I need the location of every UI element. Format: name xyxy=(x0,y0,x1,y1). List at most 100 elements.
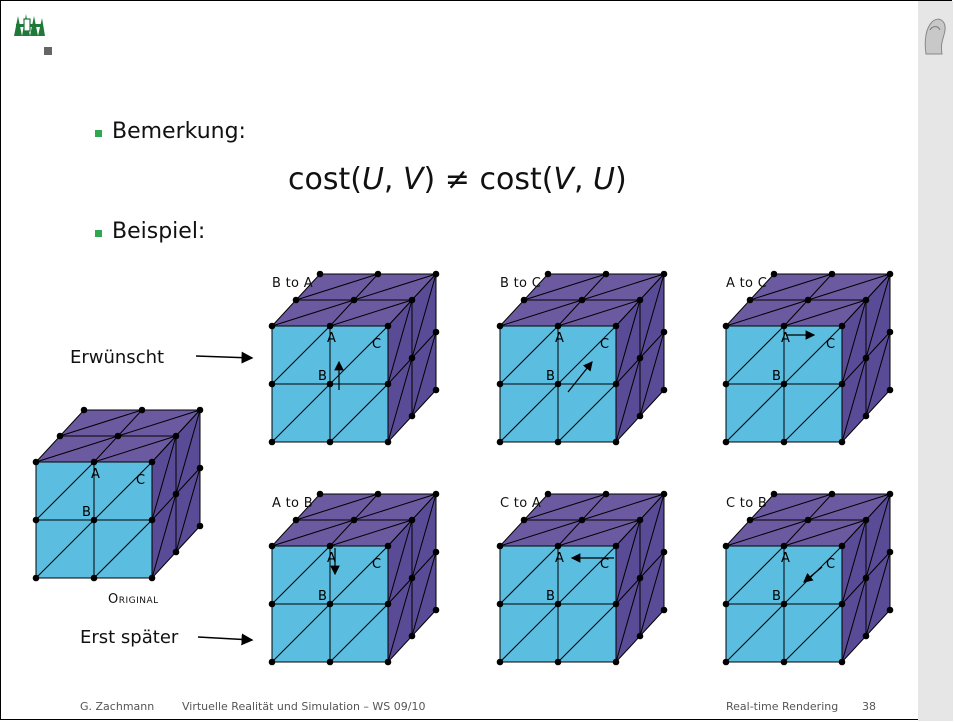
mesh-vertex xyxy=(886,270,894,278)
cube-a-to-c: ABC xyxy=(722,270,894,446)
cube-title: C to B xyxy=(726,496,767,511)
mesh-vertex xyxy=(828,490,836,498)
mesh-vertex xyxy=(746,516,754,524)
logo-marker xyxy=(44,47,52,55)
mesh-vertex xyxy=(384,542,392,550)
vertex-label: A xyxy=(781,551,790,566)
mesh-vertex xyxy=(326,600,334,608)
vertex-label: B xyxy=(772,589,781,604)
vertex-label: B xyxy=(546,369,555,384)
cost-formula: cost(U, V) ≠ cost(V, U) xyxy=(288,162,627,197)
mesh-vertex xyxy=(554,322,562,330)
mesh-vertex xyxy=(90,574,98,582)
label-original: Original xyxy=(108,592,159,607)
mesh-vertex xyxy=(722,438,730,446)
mesh-vertex xyxy=(660,386,668,394)
mesh-vertex xyxy=(374,490,382,498)
mesh-vertex xyxy=(636,574,644,582)
mesh-vertex xyxy=(268,542,276,550)
mesh-vertex xyxy=(196,464,204,472)
vertex-label: C xyxy=(826,557,835,572)
mesh-vertex xyxy=(384,600,392,608)
mesh-vertex xyxy=(828,270,836,278)
vertex-label: C xyxy=(136,473,145,488)
mesh-vertex xyxy=(804,296,812,304)
mesh-vertex xyxy=(660,328,668,336)
collapse-arrow xyxy=(567,361,593,393)
mesh-vertex xyxy=(554,542,562,550)
mesh-vertex xyxy=(780,380,788,388)
mesh-vertex xyxy=(496,380,504,388)
cube-c-to-b: A B C xyxy=(722,490,894,666)
mesh-vertex xyxy=(578,516,586,524)
cube-c-to-a: ABC xyxy=(496,490,668,666)
mesh-vertex xyxy=(292,296,300,304)
mesh-vertex xyxy=(374,270,382,278)
bullet-beispiel: Beispiel: xyxy=(112,219,206,244)
vertex-label: B xyxy=(82,505,91,520)
mesh-vertex xyxy=(722,658,730,666)
mesh-vertex xyxy=(326,380,334,388)
mesh-vertex xyxy=(838,600,846,608)
mesh-vertex xyxy=(838,380,846,388)
mesh-vertex xyxy=(636,632,644,640)
mesh-vertex xyxy=(408,354,416,362)
mesh-vertex xyxy=(432,328,440,336)
mesh-vertex xyxy=(862,296,870,304)
mesh-vertex xyxy=(660,490,668,498)
mesh-vertex xyxy=(886,606,894,614)
mesh-vertex xyxy=(32,574,40,582)
mesh-vertex xyxy=(268,438,276,446)
mesh-vertex xyxy=(268,380,276,388)
cube-title: B to C xyxy=(500,276,541,291)
mesh-vertex xyxy=(32,516,40,524)
vertex-label: C xyxy=(372,337,381,352)
mesh-vertex xyxy=(496,438,504,446)
mesh-vertex xyxy=(862,574,870,582)
mesh-vertex xyxy=(148,458,156,466)
vertex-label: A xyxy=(327,331,336,346)
mesh-vertex xyxy=(148,574,156,582)
mesh-vertex xyxy=(554,438,562,446)
mesh-vertex xyxy=(520,296,528,304)
mesh-vertex xyxy=(780,542,788,550)
vertex-label: A xyxy=(555,551,564,566)
cube-b-to-a: A B C xyxy=(268,270,440,446)
mesh-vertex xyxy=(496,322,504,330)
cube-b-to-c: ABC xyxy=(496,270,668,446)
mesh-vertex xyxy=(660,270,668,278)
mesh-vertex xyxy=(544,490,552,498)
mesh-vertex xyxy=(56,432,64,440)
footer-topic: Real-time Rendering xyxy=(726,700,839,713)
cube-title: A to B xyxy=(272,496,313,511)
mesh-vertex xyxy=(384,322,392,330)
mesh-vertex xyxy=(496,658,504,666)
mesh-vertex xyxy=(268,322,276,330)
mesh-vertex xyxy=(780,600,788,608)
mesh-vertex xyxy=(862,412,870,420)
mesh-vertex xyxy=(862,516,870,524)
mesh-vertex xyxy=(636,296,644,304)
vertex-label: A xyxy=(91,467,100,482)
mesh-vertex xyxy=(148,516,156,524)
mesh-vertex xyxy=(612,542,620,550)
mesh-vertex xyxy=(838,322,846,330)
mesh-vertex xyxy=(636,412,644,420)
footer-course: Virtuelle Realität und Simulation – WS 0… xyxy=(182,700,426,713)
mesh-vertex xyxy=(780,438,788,446)
mesh-vertex xyxy=(660,548,668,556)
mesh-vertex xyxy=(636,354,644,362)
label-later: Erst später xyxy=(80,627,179,648)
vertex-label: B xyxy=(318,589,327,604)
mesh-vertex xyxy=(80,406,88,414)
mesh-vertex xyxy=(602,270,610,278)
mesh-vertex xyxy=(384,658,392,666)
mesh-vertex xyxy=(32,458,40,466)
vertex-label: B xyxy=(318,369,327,384)
mesh-vertex xyxy=(612,438,620,446)
vertex-label: A xyxy=(327,551,336,566)
cube-title: A to C xyxy=(726,276,767,291)
mesh-vertex xyxy=(350,296,358,304)
cube-title: B to A xyxy=(272,276,313,291)
mesh-vertex xyxy=(268,600,276,608)
